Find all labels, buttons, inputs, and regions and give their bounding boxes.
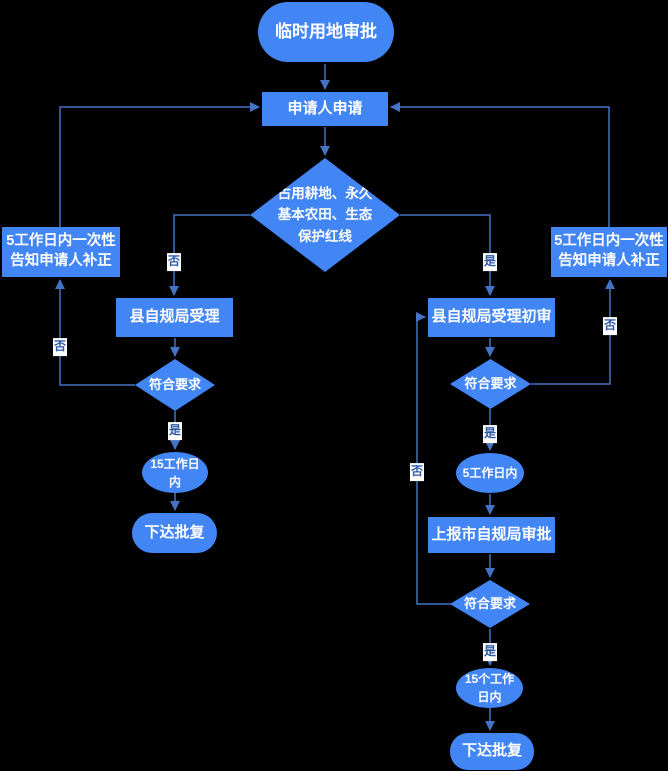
edge-checkfinal-no-review bbox=[416, 312, 452, 605]
node-county-accept: 县自规局受理 bbox=[116, 298, 233, 337]
edge-label-yes-left: 是 bbox=[167, 422, 183, 440]
edge-label-no-left-feedback: 否 bbox=[52, 338, 68, 356]
node-reply-left-label: 下达批复 bbox=[144, 523, 205, 541]
edge-label-no-final-feedback: 否 bbox=[409, 463, 425, 481]
node-start: 临时用地审批 bbox=[258, 2, 394, 62]
node-county-accept-label: 县自规局受理 bbox=[129, 308, 220, 326]
node-check-right-label: 符合要求 bbox=[464, 376, 517, 392]
edge-label-yes-final: 是 bbox=[482, 643, 498, 661]
node-report-city-label: 上报市自规局审批 bbox=[431, 525, 552, 543]
node-report-city: 上报市自规局审批 bbox=[428, 517, 555, 553]
node-county-review: 县自规局受理初审 bbox=[428, 298, 555, 337]
node-check-left-label: 符合要求 bbox=[148, 377, 201, 393]
edge-notifyright-apply bbox=[390, 102, 610, 227]
edge-label-yes-right: 是 bbox=[482, 425, 498, 443]
node-days15-left: 15工作日 内 bbox=[142, 452, 208, 493]
node-days15-right-label: 15个工作 日内 bbox=[464, 672, 515, 704]
node-days5-right: 5工作日内 bbox=[456, 453, 524, 493]
node-notify-left-label: 5工作日内一次性 告知申请人补正 bbox=[6, 233, 116, 269]
node-apply: 申请人申请 bbox=[262, 92, 388, 126]
node-check-final-label: 符合要求 bbox=[463, 596, 516, 612]
edge-decision-no-accept bbox=[169, 214, 250, 296]
edge-checkright-no-notify bbox=[531, 279, 615, 385]
edge-decision-yes-review bbox=[400, 214, 495, 296]
edge-label-yes-to-review: 是 bbox=[482, 253, 498, 271]
node-decision-occupy-label: 占用耕地、永久 基本农田、生态 保护红线 bbox=[277, 185, 373, 244]
node-reply-right: 下达批复 bbox=[450, 733, 534, 770]
node-start-label: 临时用地审批 bbox=[275, 21, 377, 41]
node-county-review-label: 县自规局受理初审 bbox=[431, 308, 552, 326]
node-days15-left-label: 15工作日 内 bbox=[150, 456, 200, 489]
node-apply-label: 申请人申请 bbox=[287, 99, 363, 117]
node-notify-right-label: 5工作日内一次性 告知申请人补正 bbox=[554, 233, 664, 269]
node-days5-right-label: 5工作日内 bbox=[462, 466, 518, 480]
node-reply-right-label: 下达批复 bbox=[461, 742, 522, 760]
node-reply-left: 下达批复 bbox=[132, 513, 217, 553]
edge-checkleft-no-notify bbox=[55, 279, 135, 386]
edge-label-no-to-accept: 否 bbox=[166, 253, 182, 271]
node-notify-right: 5工作日内一次性 告知申请人补正 bbox=[551, 227, 667, 277]
node-notify-left: 5工作日内一次性 告知申请人补正 bbox=[2, 227, 120, 277]
node-days15-right: 15个工作 日内 bbox=[456, 668, 523, 708]
edge-notifyleft-apply bbox=[59, 102, 260, 227]
edge-label-no-right-feedback: 否 bbox=[602, 317, 618, 335]
